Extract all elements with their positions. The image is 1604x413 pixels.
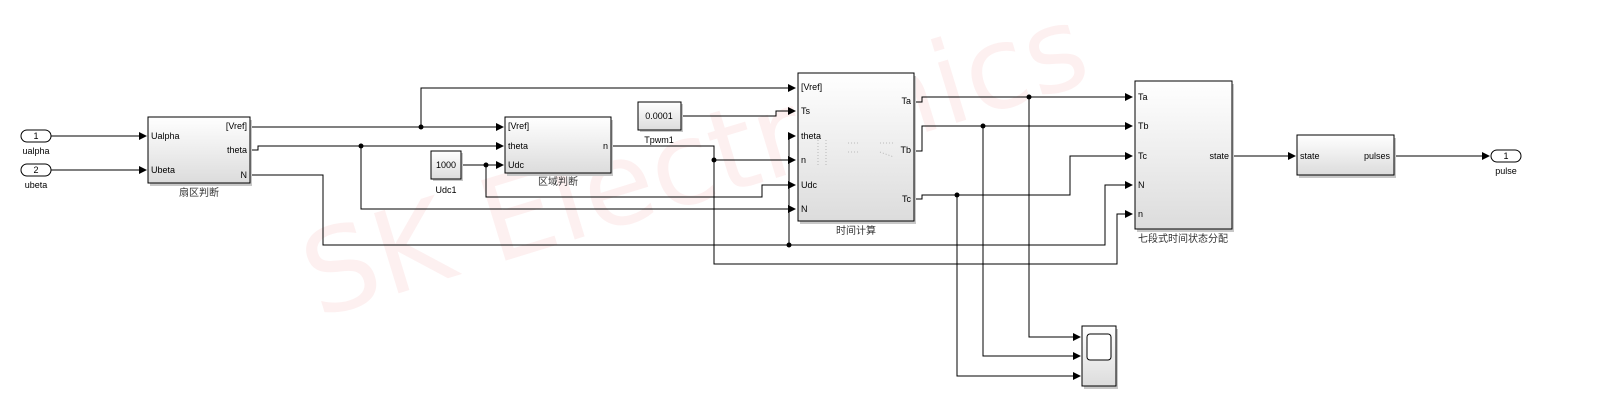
seven-segment-state-block[interactable]: Ta Tb Tc N n state 七段式时间状态分配 <box>1134 80 1234 245</box>
constant-label: Udc1 <box>435 185 456 195</box>
block-caption: 七段式时间状态分配 <box>1138 232 1228 245</box>
constant-udc1[interactable]: 1000 Udc1 <box>430 150 463 195</box>
block-caption: 时间计算 <box>836 224 876 237</box>
sector-judgment-block[interactable]: Ualpha Ubeta [Vref] theta N 扇区判断 <box>147 116 252 199</box>
port-n-lower: n <box>801 155 806 165</box>
port-theta: theta <box>227 145 247 155</box>
mask-graphic <box>817 140 895 165</box>
port-state: state <box>1300 151 1320 161</box>
port-n: N <box>241 170 248 180</box>
inport-label: ubeta <box>25 180 48 190</box>
inport-number: 2 <box>33 165 38 175</box>
block-caption: 扇区判断 <box>179 186 219 199</box>
port-n-lower: n <box>1138 209 1143 219</box>
scope-block[interactable] <box>1081 325 1118 389</box>
port-n-upper: N <box>801 204 808 214</box>
inport-ualpha[interactable]: 1 ualpha <box>20 129 52 156</box>
port-udc: Udc <box>508 160 525 170</box>
port-tb: Tb <box>1138 121 1149 131</box>
port-tc: Tc <box>902 194 912 204</box>
outport-label: pulse <box>1495 166 1517 176</box>
constant-value: 0.0001 <box>645 111 673 121</box>
port-ts: Ts <box>801 106 811 116</box>
port-n-upper: N <box>1138 180 1145 190</box>
inport-label: ualpha <box>22 146 49 156</box>
watermark: SK Electronics <box>287 0 1102 345</box>
constant-tpwm1[interactable]: 0.0001 Tpwm1 <box>637 101 683 145</box>
port-ualpha: Ualpha <box>151 131 180 141</box>
port-vref: [Vref] <box>226 121 247 131</box>
scope-screen-icon <box>1086 333 1112 361</box>
inport-number: 1 <box>33 131 38 141</box>
port-ta: Ta <box>1138 92 1148 102</box>
port-vref: [Vref] <box>508 121 529 131</box>
port-tb: Tb <box>900 145 911 155</box>
port-theta: theta <box>801 131 821 141</box>
time-calculation-block[interactable]: [Vref] Ts theta n Udc N Ta Tb Tc 时间计算 <box>797 72 916 237</box>
block-caption: 区域判断 <box>538 175 578 188</box>
outport-pulse[interactable]: 1 pulse <box>1490 149 1522 176</box>
port-n: n <box>603 141 608 151</box>
constant-value: 1000 <box>436 160 456 170</box>
port-ubeta: Ubeta <box>151 165 175 175</box>
constant-label: Tpwm1 <box>644 135 674 145</box>
region-judgment-block[interactable]: [Vref] theta Udc n 区域判断 <box>504 116 613 188</box>
port-vref: [Vref] <box>801 82 822 92</box>
port-ta: Ta <box>901 96 911 106</box>
outport-number: 1 <box>1503 151 1508 161</box>
inport-ubeta[interactable]: 2 ubeta <box>20 163 52 190</box>
branch-points <box>358 94 1032 248</box>
port-pulses: pulses <box>1364 151 1391 161</box>
port-state: state <box>1209 151 1229 161</box>
port-tc: Tc <box>1138 151 1148 161</box>
pulse-generator-block[interactable]: state pulses <box>1296 134 1396 178</box>
port-theta: theta <box>508 141 528 151</box>
port-udc: Udc <box>801 180 818 190</box>
